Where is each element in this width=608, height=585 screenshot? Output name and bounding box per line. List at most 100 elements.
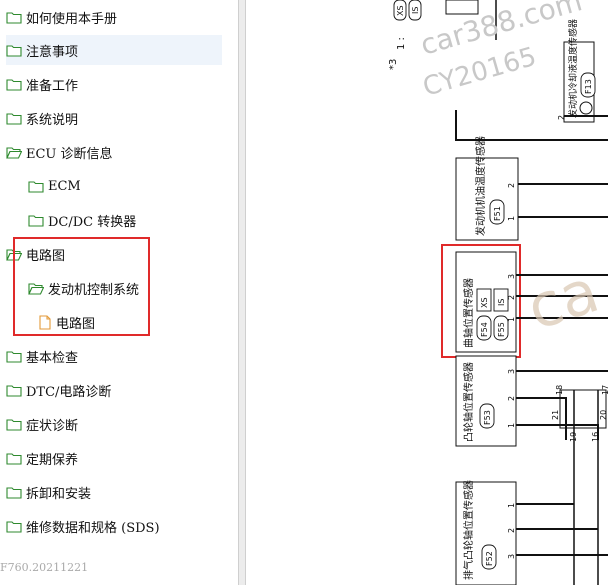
crank-pin-3: 3	[507, 274, 516, 279]
cam-sensor-box	[455, 355, 517, 447]
svg-text:ca: ca	[519, 256, 607, 344]
joint-pin-19: 19	[569, 432, 578, 442]
crank-sensor-code-2: F55	[497, 322, 506, 337]
tree-item-label: 发动机控制系统	[48, 282, 140, 298]
joint-pin-20: 20	[599, 410, 608, 420]
cam-sensor-code: F53	[483, 410, 492, 425]
exhaust-pin-3: 3	[507, 554, 516, 559]
crank-badge-xs: XS	[480, 297, 489, 308]
tree-item-label: DTC/电路诊断	[26, 384, 112, 400]
cam-pin-3: 3	[507, 369, 516, 374]
tree-item-ecu-diagnosis[interactable]: ECU 诊断信息	[6, 137, 222, 167]
crank-pin-2: 2	[507, 295, 516, 300]
wiring-diagram-view[interactable]: *3 1 : XS IS 发动机冷却液温度传感器 F13 2 发动机机油温度传感…	[246, 0, 608, 585]
thermistor-icon	[579, 101, 593, 115]
crank-badge-is-frame	[493, 288, 509, 312]
tree-item-label: DC/DC 转换器	[48, 214, 137, 230]
folder-icon	[6, 78, 22, 91]
oil-temp-sensor-label: 发动机机油温度传感器	[474, 136, 487, 236]
crank-badge-is: IS	[497, 299, 506, 306]
joint-connector-box	[559, 389, 607, 429]
top-badge-is-frame	[408, 0, 422, 21]
joint-pin-18: 18	[555, 385, 564, 395]
crank-sensor-code-1: F54	[480, 322, 489, 337]
oil-temp-pin-1: 1	[507, 216, 516, 221]
oil-temp-pin-2: 2	[507, 183, 516, 188]
joint-pin-17: 17	[601, 385, 608, 395]
tree-item-label: ECU 诊断信息	[26, 146, 113, 162]
crank-code-frame-2	[493, 315, 509, 341]
wire	[516, 424, 599, 440]
pane-splitter[interactable]	[238, 0, 246, 585]
coolant-sensor-code: F13	[584, 79, 593, 94]
tree-item-periodic-maintenance[interactable]: 定期保养	[6, 443, 222, 473]
tree-item-dtc-diagnosis[interactable]: DTC/电路诊断	[6, 375, 222, 405]
oil-temp-code-frame	[489, 199, 505, 225]
coolant-sensor-label: 发动机冷却液温度传感器	[567, 19, 579, 118]
top-connector-box	[445, 0, 479, 15]
joint-pin-21: 21	[551, 410, 560, 420]
tree-item-label: 基本检查	[26, 350, 79, 366]
wire	[455, 110, 608, 141]
folder-icon	[6, 11, 22, 24]
tree-item-label: 注意事项	[26, 44, 79, 60]
tree-item-dcdc-converter[interactable]: DC/DC 转换器	[28, 205, 222, 235]
folder-open-icon	[28, 282, 44, 295]
document-icon	[39, 314, 51, 330]
oil-temp-sensor-box	[455, 157, 519, 241]
tree-item-label: 如何使用本手册	[26, 11, 118, 27]
tree-item-basic-inspection[interactable]: 基本检查	[6, 341, 222, 371]
exhaust-pin-1: 1	[507, 503, 516, 508]
tree-item-label: 电路图	[56, 316, 96, 332]
version-label: F760.20211221	[0, 561, 89, 574]
top-badge-xs: XS	[396, 5, 405, 16]
wiring-diagram-canvas: *3 1 : XS IS 发动机冷却液温度传感器 F13 2 发动机机油温度传感…	[388, 0, 608, 585]
crank-code-frame-1	[476, 315, 492, 341]
sidebar-tree: 如何使用本手册 注意事项 准备工作 系统说明 ECU 诊断信息 ECM DC/D…	[0, 0, 232, 585]
oil-temp-sensor-code: F51	[493, 206, 502, 221]
folder-icon	[6, 112, 22, 125]
exhaust-cam-sensor-label: 排气凸轮轴位置传感器	[462, 480, 475, 580]
tree-item-label: 准备工作	[26, 78, 79, 94]
tree-item-preparation[interactable]: 准备工作	[6, 69, 222, 99]
tree-item-label: ECM	[48, 178, 81, 194]
tree-item-wiring-diagram-doc[interactable]: 电路图	[38, 307, 222, 337]
tree-item-engine-control[interactable]: 发动机控制系统	[28, 273, 222, 303]
tree-item-wiring-diagram[interactable]: 电路图	[6, 239, 222, 269]
tree-item-ecm[interactable]: ECM	[28, 171, 222, 201]
top-badge-is: IS	[411, 7, 420, 14]
folder-icon	[6, 350, 22, 363]
coolant-code-frame	[580, 72, 596, 98]
top-badge-xs-frame	[393, 0, 407, 21]
tree-item-symptom-diagnosis[interactable]: 症状诊断	[6, 409, 222, 439]
exhaust-pin-2: 2	[507, 528, 516, 533]
note-label: *3	[388, 59, 399, 70]
tree-item-removal-installation[interactable]: 拆卸和安装	[6, 477, 222, 507]
crank-pin-1: 1	[507, 317, 516, 322]
tree-item-label: 维修数据和规格 (SDS)	[26, 520, 160, 536]
coolant-pin-2: 2	[557, 115, 566, 120]
folder-icon	[6, 520, 22, 533]
folder-icon	[28, 180, 44, 193]
cam-pin-1: 1	[507, 423, 516, 428]
tree-item-system-description[interactable]: 系统说明	[6, 103, 222, 133]
folder-icon	[6, 384, 22, 397]
exhaust-cam-code-frame	[481, 544, 497, 570]
folder-open-icon	[6, 146, 22, 159]
tree-item-precautions[interactable]: 注意事项	[6, 35, 222, 65]
tree-item-how-to-use[interactable]: 如何使用本手册	[6, 2, 222, 32]
folder-icon	[6, 418, 22, 431]
tree-item-label: 定期保养	[26, 452, 79, 468]
folder-icon	[28, 214, 44, 227]
tree-item-label: 症状诊断	[26, 418, 79, 434]
cam-pin-2: 2	[507, 396, 516, 401]
tree-item-label: 拆卸和安装	[26, 486, 92, 502]
joint-pin-16: 16	[591, 432, 600, 442]
tree-item-label: 系统说明	[26, 112, 79, 128]
crank-sensor-label: 曲轴位置传感器	[462, 278, 475, 348]
exhaust-cam-sensor-code: F52	[485, 551, 494, 566]
tree-item-sds[interactable]: 维修数据和规格 (SDS)	[6, 511, 222, 541]
folder-icon	[6, 486, 22, 499]
note-text: 1 :	[396, 37, 407, 50]
folder-icon	[6, 452, 22, 465]
